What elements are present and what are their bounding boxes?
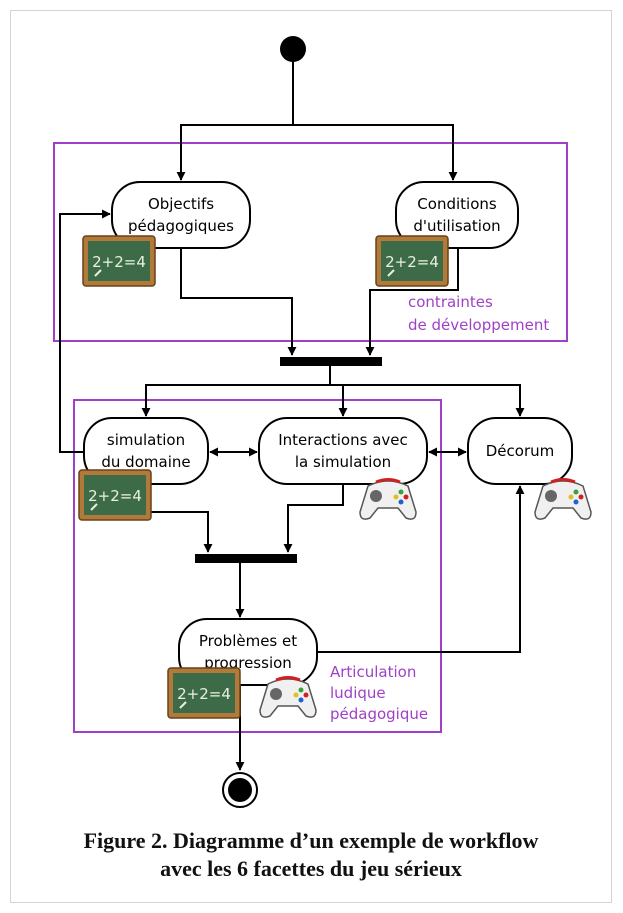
start-node bbox=[280, 36, 306, 62]
edge-bar-simulation bbox=[141, 366, 331, 417]
figure-frame bbox=[10, 10, 612, 903]
edge-start-objectifs bbox=[176, 62, 294, 181]
end-node bbox=[222, 772, 258, 808]
svg-text:la simulation: la simulation bbox=[295, 453, 391, 471]
edge-start-conditions bbox=[293, 124, 458, 181]
svg-text:du domaine: du domaine bbox=[101, 453, 190, 471]
figure-title-part-2: avec les 6 facettes du jeu sérieux bbox=[160, 856, 462, 881]
chalkboard-icon bbox=[167, 667, 241, 719]
node-simulation: simulation du domaine bbox=[83, 417, 209, 485]
figure-number: Figure 2 bbox=[83, 828, 162, 853]
svg-text:d'utilisation: d'utilisation bbox=[413, 217, 500, 235]
edge-interactions-bar2 bbox=[283, 484, 344, 553]
group-articulation-label-1: Articulation bbox=[330, 663, 416, 681]
svg-text:simulation: simulation bbox=[107, 431, 185, 449]
group-contraintes-label-1: contraintes bbox=[408, 293, 493, 311]
group-articulation-label-2: ludique bbox=[330, 684, 386, 702]
chalkboard-icon bbox=[82, 235, 156, 287]
edge-problemes-decorum bbox=[317, 485, 525, 653]
node-objectifs: Objectifs pédagogiques bbox=[111, 181, 251, 249]
node-conditions: Conditions d'utilisation bbox=[395, 181, 519, 249]
group-articulation bbox=[73, 399, 442, 733]
gamepad-icon bbox=[533, 478, 593, 521]
gamepad-icon bbox=[258, 676, 318, 719]
chalkboard-icon bbox=[375, 235, 449, 287]
edge-simulation-bar2 bbox=[145, 484, 213, 553]
node-decorum: Décorum bbox=[467, 417, 573, 485]
group-articulation-label-3: pédagogique bbox=[330, 705, 428, 723]
gamepad-icon bbox=[358, 478, 418, 521]
figure-caption-line-2: avec les 6 facettes du jeu sérieux bbox=[10, 856, 612, 882]
join-bar-bottom bbox=[195, 554, 297, 563]
figure-caption-line-1: Figure 2. Diagramme d’un exemple de work… bbox=[10, 828, 612, 854]
svg-text:Interactions avec: Interactions avec bbox=[278, 431, 408, 449]
chalkboard-icon bbox=[78, 469, 152, 521]
group-contraintes-label-2: de développement bbox=[408, 316, 549, 334]
figure-title-part-1: . Diagramme d’un exemple de workflow bbox=[162, 828, 539, 853]
svg-text:Problèmes et: Problèmes et bbox=[199, 632, 297, 650]
edge-bar-decorum bbox=[343, 384, 525, 417]
edge-objectifs-bar bbox=[180, 248, 297, 356]
edge-simulation-objectifs bbox=[59, 209, 111, 453]
svg-text:pédagogiques: pédagogiques bbox=[128, 217, 234, 235]
svg-text:Décorum: Décorum bbox=[486, 442, 555, 460]
group-contraintes bbox=[53, 142, 568, 342]
join-bar-top bbox=[280, 357, 382, 366]
svg-text:Objectifs: Objectifs bbox=[148, 195, 214, 213]
node-interactions: Interactions avec la simulation bbox=[258, 417, 428, 485]
svg-text:Conditions: Conditions bbox=[417, 195, 497, 213]
edge-conditions-bar bbox=[365, 248, 459, 356]
